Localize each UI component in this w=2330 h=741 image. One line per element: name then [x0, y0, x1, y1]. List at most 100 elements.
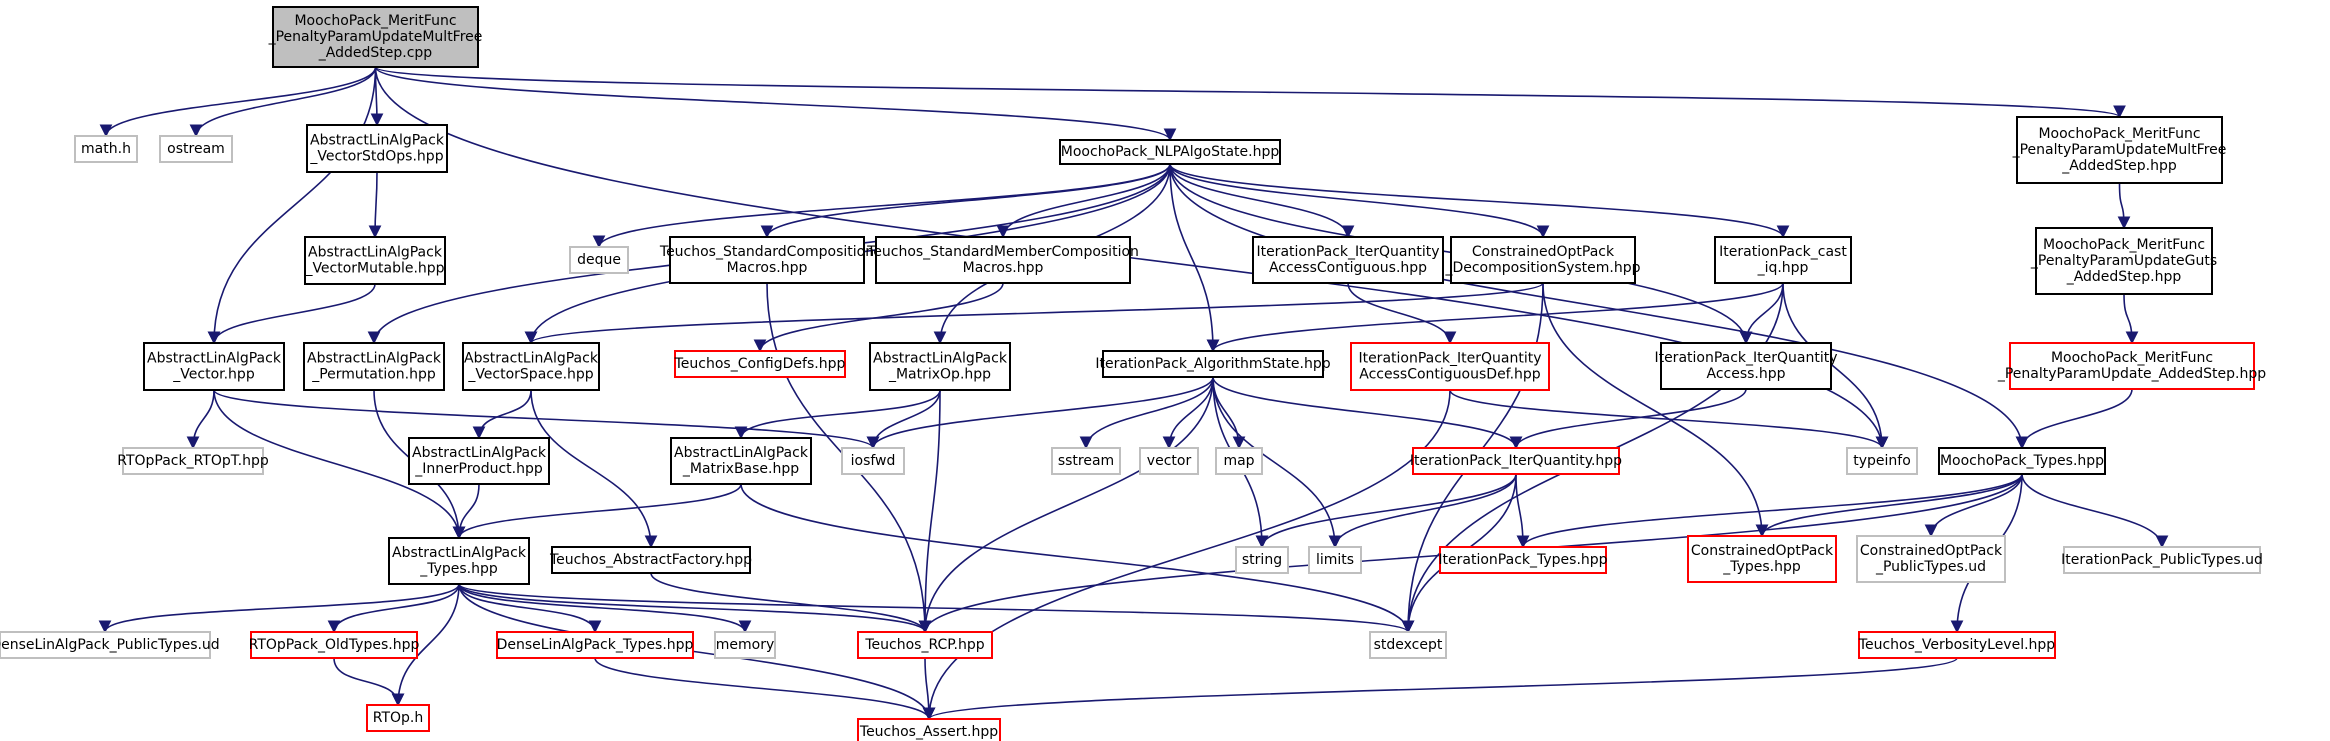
- node-iter-quantity[interactable]: IterationPack_IterQuantity.hpp: [1410, 447, 1622, 475]
- edge-nlp-algo-state-to-teuchos-std-comp: [760, 163, 1171, 239]
- node-teuchos-config[interactable]: Teuchos_ConfigDefs.hpp: [674, 350, 846, 378]
- node-teuchos-rcp[interactable]: Teuchos_RCP.hpp: [857, 631, 993, 659]
- node-iter-qty-contig[interactable]: IterationPack_IterQuantityAccessContiguo…: [1252, 236, 1444, 284]
- node-label: vector: [1147, 453, 1192, 469]
- node-label: _Types.hpp: [1722, 559, 1801, 575]
- node-alp-inner-product[interactable]: AbstractLinAlgPack_InnerProduct.hpp: [408, 437, 550, 485]
- node-iter-qty-contig-def[interactable]: IterationPack_IterQuantityAccessContiguo…: [1350, 342, 1550, 391]
- node-label: Teuchos_AbstractFactory.hpp: [549, 552, 752, 568]
- node-label: limits: [1316, 552, 1354, 568]
- edge-vector-mutable-to-alp-vector: [207, 283, 376, 345]
- node-label: _AddedStep.hpp: [2066, 269, 2182, 285]
- edge-alp-matrix-op-to-alp-matrix-base: [734, 389, 941, 440]
- edge-teuchos-abstract-factory-to-teuchos-rcp: [650, 572, 932, 634]
- node-box: [304, 236, 446, 285]
- node-nlp-algo-state[interactable]: MoochoPack_NLPAlgoState.hpp: [1059, 139, 1281, 165]
- node-box: [1350, 342, 1550, 391]
- node-rtop-old-types[interactable]: RTOpPack_OldTypes.hpp: [249, 631, 420, 659]
- node-constrained-public: ConstrainedOptPack_PublicTypes.ud: [1856, 535, 2006, 583]
- edge-alp-vector-to-rtop-t: [186, 389, 215, 450]
- node-map: map: [1215, 447, 1263, 475]
- node-rtop-t: RTOpPack_RTOpT.hpp: [117, 447, 269, 475]
- edge-root-to-math-h: [99, 66, 377, 138]
- node-teuchos-std-member[interactable]: Teuchos_StandardMemberCompositionMacros.…: [866, 236, 1139, 284]
- node-label: stdexcept: [1374, 637, 1443, 653]
- edge-alp-types-to-rtop-old-types: [327, 583, 460, 634]
- node-moocho-types[interactable]: MoochoPack_Types.hpp: [1938, 447, 2106, 475]
- node-constrained-types[interactable]: ConstrainedOptPack_Types.hpp: [1687, 535, 1837, 583]
- node-label: iosfwd: [851, 453, 896, 469]
- edge-cast-iq-to-typeinfo: [1782, 282, 1889, 450]
- node-verbosity[interactable]: Teuchos_VerbosityLevel.hpp: [1858, 631, 2056, 659]
- node-box: [388, 537, 530, 585]
- node-label: MoochoPack_MeritFunc: [294, 13, 456, 29]
- edge-nlp-algo-state-to-constrained-decomp: [1169, 163, 1550, 239]
- node-label: _MatrixOp.hpp: [888, 367, 991, 383]
- node-teuchos-abstract-factory[interactable]: Teuchos_AbstractFactory.hpp: [549, 546, 752, 574]
- edge-cast-iq-to-iter-qty-access: [1739, 282, 1784, 345]
- node-algorithm-state[interactable]: IterationPack_AlgorithmState.hpp: [1095, 350, 1331, 378]
- edge-nlp-algo-state-to-algorithm-state: [1169, 163, 1220, 353]
- node-label: MoochoPack_MeritFunc: [2051, 350, 2213, 366]
- node-penalty-update[interactable]: MoochoPack_MeritFunc_PenaltyParamUpdate_…: [1997, 342, 2266, 390]
- edge-iter-qty-contig-def-to-typeinfo: [1449, 389, 1889, 450]
- node-alp-vector-space[interactable]: AbstractLinAlgPack_VectorSpace.hpp: [462, 342, 600, 391]
- node-box: [272, 6, 479, 68]
- node-box: [306, 124, 448, 173]
- edge-dense-types-to-teuchos-assert: [594, 657, 936, 721]
- edge-alp-vector-space-to-teuchos-abstract-factory: [530, 389, 658, 549]
- node-root[interactable]: MoochoPack_MeritFunc_PenaltyParamUpdateM…: [268, 6, 483, 68]
- node-label: _PenaltyParamUpdateMultFree: [268, 29, 483, 45]
- node-rtop-h[interactable]: RTOp.h: [366, 704, 430, 732]
- node-label: IterationPack_cast: [1719, 244, 1847, 260]
- node-vector-std-ops[interactable]: AbstractLinAlgPack_VectorStdOps.hpp: [306, 124, 448, 173]
- node-label: _iq.hpp: [1757, 260, 1809, 276]
- node-label: _MatrixBase.hpp: [682, 461, 799, 477]
- node-vector: vector: [1139, 447, 1199, 475]
- node-alp-matrix-op[interactable]: AbstractLinAlgPack_MatrixOp.hpp: [869, 342, 1011, 391]
- node-label: IterationPack_IterQuantity: [1358, 351, 1541, 367]
- node-box: [1235, 546, 1289, 574]
- edge-moocho-types-to-constrained-public: [1924, 473, 2023, 538]
- node-teuchos-assert[interactable]: Teuchos_Assert.hpp: [857, 718, 1001, 741]
- node-label: AbstractLinAlgPack: [308, 245, 443, 261]
- node-alp-types[interactable]: AbstractLinAlgPack_Types.hpp: [388, 537, 530, 585]
- node-box: [122, 447, 264, 475]
- edge-moocho-types-to-iter-types: [1516, 473, 2023, 549]
- node-vector-mutable[interactable]: AbstractLinAlgPack_VectorMutable.hpp: [304, 236, 446, 285]
- node-constrained-decomp[interactable]: ConstrainedOptPack_DecompositionSystem.h…: [1444, 236, 1641, 284]
- node-label: _Types.hpp: [419, 561, 498, 577]
- node-label: Teuchos_StandardMemberComposition: [866, 244, 1139, 260]
- edge-merit-hpp-to-penalty-guts: [2117, 182, 2131, 230]
- node-iter-types[interactable]: IterationPack_Types.hpp: [1438, 546, 1608, 574]
- node-label: AbstractLinAlgPack: [392, 545, 527, 561]
- node-box: [1687, 535, 1837, 583]
- node-memory: memory: [714, 631, 776, 659]
- node-label: ConstrainedOptPack: [1860, 543, 2003, 559]
- node-label: IterationPack_Types.hpp: [1438, 552, 1607, 568]
- node-dense-types[interactable]: DenseLinAlgPack_Types.hpp: [496, 631, 694, 659]
- node-alp-vector[interactable]: AbstractLinAlgPack_Vector.hpp: [143, 342, 285, 391]
- edge-alp-vector-to-iosfwd: [213, 389, 880, 450]
- node-label: AbstractLinAlgPack: [674, 445, 809, 461]
- node-label: _PublicTypes.ud: [1875, 559, 1986, 575]
- node-penalty-guts[interactable]: MoochoPack_MeritFunc_PenaltyParamUpdateG…: [2030, 227, 2217, 295]
- node-alp-permutation[interactable]: AbstractLinAlgPack_Permutation.hpp: [303, 342, 445, 391]
- node-label: AccessContiguousDef.hpp: [1359, 367, 1541, 383]
- node-box: [1439, 546, 1607, 574]
- node-label: _PenaltyParamUpdate_AddedStep.hpp: [1997, 366, 2266, 382]
- node-label: _VectorMutable.hpp: [304, 261, 444, 277]
- node-merit-hpp[interactable]: MoochoPack_MeritFunc_PenaltyParamUpdateM…: [2012, 116, 2227, 184]
- edge-root-to-merit-hpp: [374, 66, 2126, 119]
- node-alp-matrix-base[interactable]: AbstractLinAlgPack_MatrixBase.hpp: [670, 437, 812, 485]
- node-box: [303, 342, 445, 391]
- edge-iter-quantity-to-string: [1255, 473, 1517, 549]
- edge-nlp-algo-state-to-teuchos-std-member: [996, 163, 1171, 239]
- node-box: [841, 447, 905, 475]
- node-cast-iq[interactable]: IterationPack_cast_iq.hpp: [1714, 236, 1852, 284]
- node-box: [857, 631, 993, 659]
- node-label: _PenaltyParamUpdateMultFree: [2012, 142, 2227, 158]
